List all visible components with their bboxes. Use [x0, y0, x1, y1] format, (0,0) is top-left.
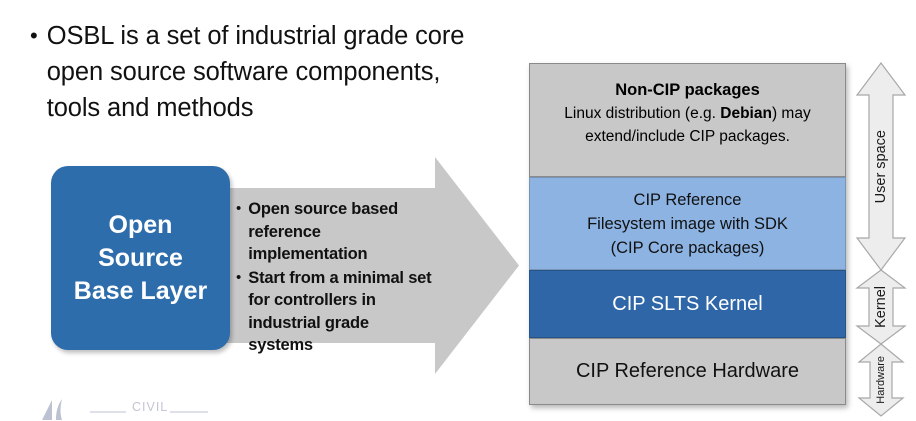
bullet-marker-icon: • — [30, 23, 38, 48]
stack-layer-cip-reference-hardware: CIP Reference Hardware — [529, 338, 846, 405]
right-arrow-icon — [222, 157, 519, 374]
arrow-bullet-item: • Start from a minimal set for controlle… — [236, 267, 436, 357]
non-cip-desc-before: Linux distribution (e.g. — [564, 104, 721, 122]
bullet-marker-icon: • — [236, 200, 242, 217]
intro-bullet-text: OSBL is a set of industrial grade core o… — [46, 22, 465, 122]
non-cip-title: Non-CIP packages — [615, 80, 760, 99]
osbl-line-3: Base Layer — [73, 276, 208, 305]
hardware-double-arrow-icon: Hardware — [855, 342, 907, 418]
stack-layer-non-cip-packages: Non-CIP packages Linux distribution (e.g… — [529, 63, 846, 177]
arrow-bullet-list: • Open source based reference implementa… — [236, 198, 436, 358]
osbl-box-label: Open Source Base Layer — [74, 209, 207, 308]
osbl-line-2: Source — [98, 243, 183, 272]
bullet-marker-icon: • — [236, 268, 242, 286]
cip-architecture-stack: Non-CIP packages Linux distribution (e.g… — [529, 63, 846, 405]
non-cip-desc-bold: Debian — [720, 104, 772, 122]
arrow-bullet-text: Start from a minimal set for controllers… — [248, 268, 432, 355]
user-space-double-arrow-icon: User space — [855, 61, 907, 272]
cip-reference-line-1: CIP Reference — [633, 190, 742, 209]
stack-layer-cip-reference-filesystem: CIP Reference Filesystem image with SDK … — [529, 177, 846, 270]
stack-layer-cip-slts-kernel: CIP SLTS Kernel — [529, 270, 846, 338]
arrow-bullet-item: • Open source based reference implementa… — [236, 198, 436, 266]
cip-reference-line-2: Filesystem image with SDK — [587, 214, 788, 233]
osbl-line-1: Open — [108, 210, 173, 239]
kernel-double-arrow-icon: Kernel — [855, 268, 907, 346]
intro-bullet-row: • OSBL is a set of industrial grade core… — [30, 18, 500, 126]
footer-logo-text: CIVIL — [132, 400, 169, 414]
non-cip-content: Non-CIP packages Linux distribution (e.g… — [530, 79, 845, 148]
cip-reference-line-3: (CIP Core packages) — [610, 238, 765, 257]
intro-bullet-paragraph: • OSBL is a set of industrial grade core… — [30, 18, 500, 126]
cip-reference-content: CIP Reference Filesystem image with SDK … — [587, 188, 788, 260]
cip-slts-kernel-label: CIP SLTS Kernel — [612, 292, 763, 315]
non-cip-desc-after: ) may extend/include CIP packages. — [585, 104, 811, 145]
open-source-base-layer-box: Open Source Base Layer — [51, 166, 230, 350]
non-cip-description: Linux distribution (e.g. Debian) may ext… — [548, 102, 827, 148]
arrow-bullet-text: Open source based reference implementati… — [248, 200, 398, 263]
cip-reference-hardware-label: CIP Reference Hardware — [575, 360, 800, 382]
footer-watermark-logo: CIVIL — [38, 396, 238, 421]
